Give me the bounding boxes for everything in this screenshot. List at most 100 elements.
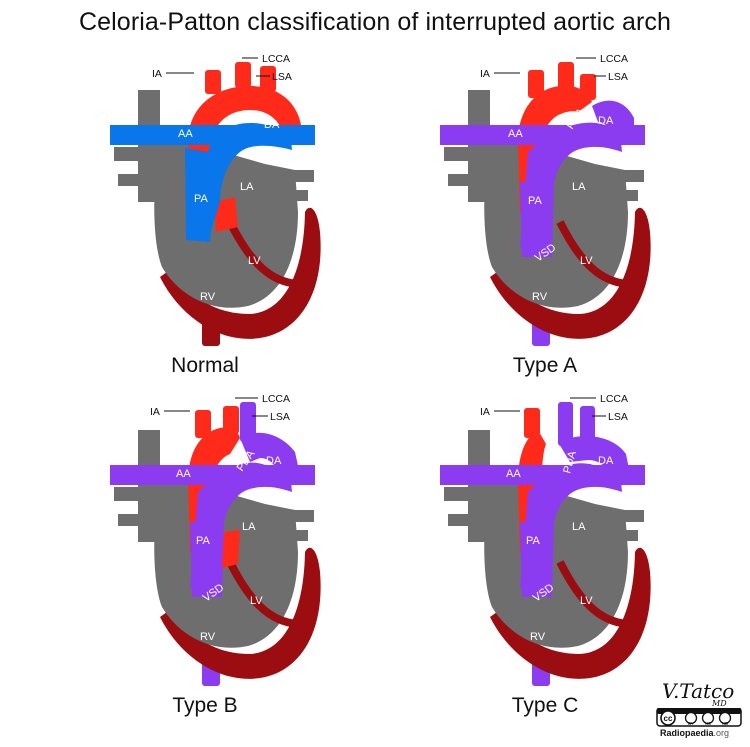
caption-normal: Normal (171, 354, 239, 377)
left-vein-stub (448, 174, 472, 186)
label-ra: RA (466, 571, 482, 583)
pulmonary-artery-lower (186, 172, 216, 242)
aortic-root (222, 530, 240, 568)
label-da: DA (264, 119, 280, 131)
left-vein-stub (448, 514, 472, 526)
heart-diagram-type-a: AA DA PDA PA LA RA VSD LV RV IA LCCA LSA (440, 53, 651, 346)
brachiocephalic-artery (524, 408, 540, 438)
brachiocephalic-artery (195, 410, 211, 438)
label-lsa: LSA (608, 71, 628, 83)
pulmonary-vein-stub (612, 170, 644, 182)
label-pa: PA (528, 195, 543, 207)
label-aa: AA (506, 468, 521, 480)
pulmonary-vein-stub (282, 190, 308, 201)
label-la: LA (572, 521, 586, 533)
author-signature: V.Tatco MD (660, 672, 740, 712)
left-vein-stub (118, 514, 142, 526)
aortic-root (214, 197, 238, 232)
caption-type-c: Type C (511, 694, 579, 717)
left-common-carotid (235, 62, 251, 88)
label-da: DA (266, 455, 282, 467)
ventricle-wall (490, 547, 651, 679)
pulmonary-vein-stub (612, 190, 638, 201)
cc-license-icon: cc BY NC ND Radiopaedia.org (656, 707, 742, 738)
aorta (188, 86, 302, 217)
pulmonary-vein-stub (612, 510, 644, 522)
left-vein-stub (114, 487, 142, 501)
label-lsa: LSA (272, 71, 292, 83)
septum (226, 560, 299, 628)
label-lv: LV (580, 595, 593, 607)
label-lsa: LSA (270, 411, 290, 423)
heart-diagram-type-b: AA DA PDA PA LA RA VSD LV RV IA LCCA LSA (110, 393, 321, 686)
cc-text: cc (664, 714, 673, 723)
pulmonary-vein-stub (282, 530, 308, 541)
ventricle-wall (490, 207, 651, 339)
left-common-carotid (558, 402, 573, 446)
label-da: DA (598, 115, 614, 127)
heart-diagram-type-c: AA DA PDA PA LA RA VSD LV RV IA LCCA LSA (440, 393, 651, 686)
septum (556, 560, 629, 628)
label-rv: RV (200, 291, 216, 303)
label-lcca: LCCA (600, 393, 628, 405)
left-subclavian-artery (240, 402, 256, 442)
label-ia: IA (480, 406, 490, 418)
label-ra: RA (136, 571, 152, 583)
label-ra: RA (136, 231, 152, 243)
left-subclavian-artery (580, 74, 596, 100)
left-vein-stub (118, 174, 142, 186)
signature-name: V.Tatco (662, 679, 734, 703)
label-da: DA (598, 455, 614, 467)
signature-mark: V.Tatco MD (662, 679, 734, 708)
license-badge[interactable]: cc BY NC ND Radiopaedia.org (656, 707, 742, 738)
pulmonary-artery-lower (520, 522, 554, 597)
label-la: LA (242, 521, 256, 533)
by-text: BY (688, 721, 694, 726)
label-ia: IA (152, 68, 162, 80)
caption-type-a: Type A (512, 354, 578, 377)
nd-text: ND (722, 721, 729, 726)
label-lv: LV (580, 255, 593, 267)
left-subclavian-artery (260, 66, 276, 92)
label-lcca: LCCA (600, 53, 628, 65)
left-vein-stub (444, 487, 472, 501)
left-vein-stub (444, 147, 472, 161)
license-bar (657, 708, 741, 714)
label-aa: AA (178, 128, 193, 140)
left-subclavian-artery (580, 406, 595, 446)
label-la: LA (572, 181, 586, 193)
label-lsa: LSA (608, 411, 628, 423)
label-lv: LV (250, 595, 263, 607)
left-common-carotid (223, 406, 239, 434)
pulmonary-vein-stub (282, 510, 314, 522)
diagram-type-b: AA DA PDA PA LA RA VSD LV RV IA LCCA LSA (90, 392, 390, 692)
pulmonary-vein-stub (282, 170, 314, 182)
vena-cava (138, 90, 160, 202)
pulmonary-artery-lower (520, 182, 554, 257)
label-lcca: LCCA (262, 393, 290, 405)
heart-diagram-normal: AA DA PA LA RA LV RV IA LCCA LSA (110, 53, 321, 346)
label-la: LA (240, 181, 254, 193)
label-lv: LV (248, 255, 261, 267)
cc-icon (660, 710, 676, 726)
label-aa: AA (176, 468, 191, 480)
nc-text: NC (705, 721, 712, 726)
pulmonary-vein-stub (612, 530, 638, 541)
label-rv: RV (200, 631, 216, 643)
label-pa: PA (526, 535, 541, 547)
diagram-type-a: AA DA PDA PA LA RA VSD LV RV IA LCCA LSA (420, 52, 720, 352)
page-title: Celoria-Patton classification of interru… (79, 8, 671, 36)
label-pda: PDA (561, 449, 579, 475)
septum (556, 220, 629, 288)
signature-suffix: MD (711, 699, 727, 708)
septum (226, 220, 299, 288)
nc-icon (701, 711, 715, 725)
ventricle-wall (160, 207, 321, 339)
vena-cava (468, 90, 490, 202)
site-name: Radiopaedia.org (660, 728, 729, 738)
label-rv: RV (532, 291, 548, 303)
ventricle-wall (160, 547, 321, 679)
brachiocephalic-artery (205, 70, 221, 94)
by-icon (684, 711, 698, 725)
label-ia: IA (480, 68, 490, 80)
